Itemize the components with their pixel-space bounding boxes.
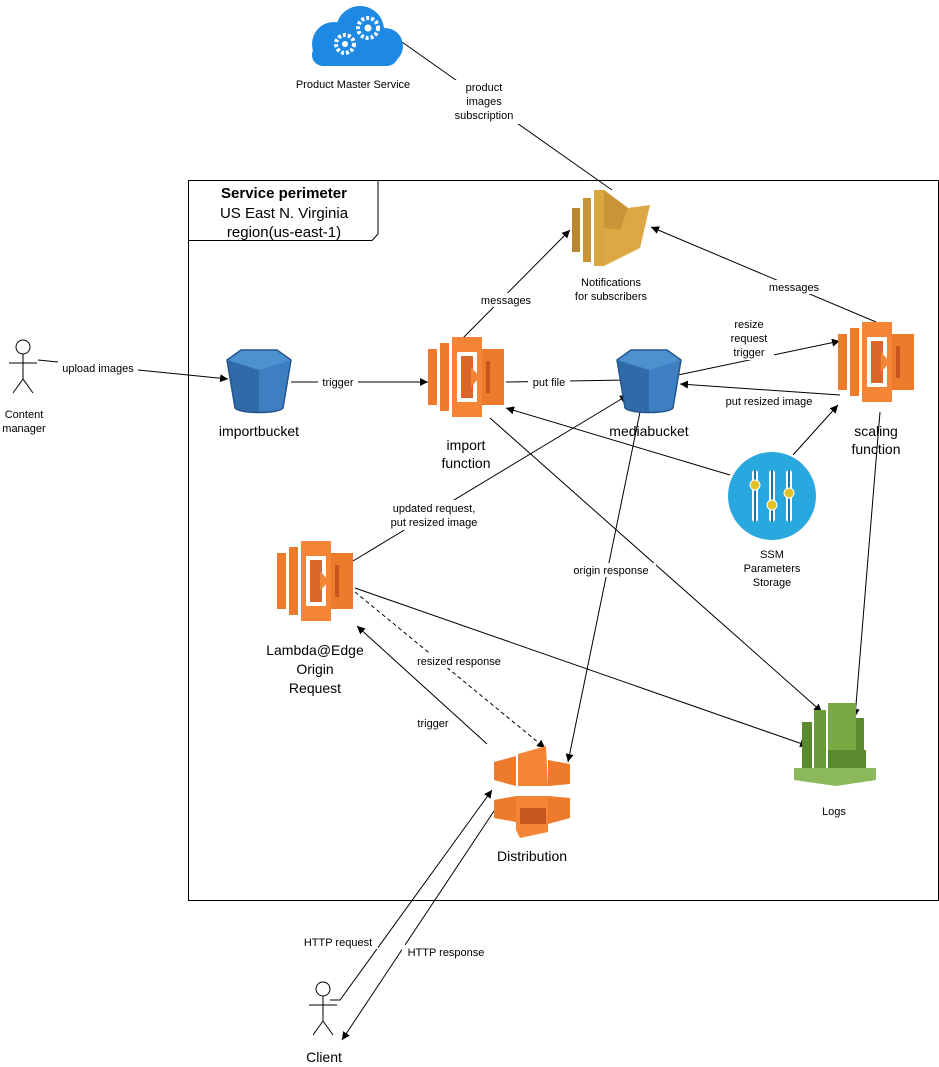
label-resize-line2: request xyxy=(731,333,768,345)
edge-trigger-edge xyxy=(356,625,488,745)
notifications-line1: Notifications xyxy=(581,277,641,289)
edge-ssm-to-scaling xyxy=(792,404,839,456)
lambda-icon xyxy=(277,541,353,621)
s3-bucket-icon xyxy=(226,349,292,414)
edge-scaling-to-logs xyxy=(851,411,881,718)
edge-ssm-to-import xyxy=(505,406,731,476)
service-perimeter: Service perimeter US East N. Virginia re… xyxy=(188,180,939,901)
label-http-response: HTTP response xyxy=(408,947,485,959)
node-lambda-edge: Lambda@Edge Origin Request xyxy=(266,541,364,696)
perimeter-region-line1: US East N. Virginia xyxy=(220,205,349,222)
ssm-line3: Storage xyxy=(753,577,792,589)
node-distribution: Distribution xyxy=(494,746,570,864)
label-subscription-line2: images xyxy=(466,96,502,108)
lambda-edge-line3: Request xyxy=(289,680,341,696)
cloudfront-icon xyxy=(494,746,570,838)
node-product-master-service: Product Master Service xyxy=(296,6,410,91)
node-content-manager: Content manager xyxy=(2,339,46,435)
edge-messages-scaling xyxy=(650,226,877,323)
edge-labels: product images subscription upload image… xyxy=(58,80,824,959)
perimeter-title: Service perimeter xyxy=(221,185,347,202)
notifications-line2: for subscribers xyxy=(575,291,648,303)
label-messages-import: messages xyxy=(481,295,532,307)
label-put-file: put file xyxy=(533,377,565,389)
lambda-icon xyxy=(428,337,504,417)
ssm-line1: SSM xyxy=(760,549,784,561)
cloudwatch-icon xyxy=(794,703,876,786)
label-subscription-line3: subscription xyxy=(455,110,514,122)
label-upload-images: upload images xyxy=(62,363,134,375)
edge-http-request xyxy=(330,789,493,1001)
edges xyxy=(37,34,881,1041)
client-label: Client xyxy=(306,1049,342,1065)
node-ssm-parameters-storage: SSM Parameters Storage xyxy=(728,452,816,589)
actor-icon xyxy=(8,339,38,394)
edge-http-response xyxy=(341,804,499,1041)
ssm-sliders-icon xyxy=(728,452,816,540)
lambda-edge-line2: Origin xyxy=(296,661,333,677)
label-trigger-edge: trigger xyxy=(417,718,449,730)
import-function-line2: function xyxy=(441,455,490,471)
node-client: Client xyxy=(306,981,342,1065)
lambda-icon xyxy=(838,322,914,402)
label-resize-line3: trigger xyxy=(733,347,765,359)
label-subscription-line1: product xyxy=(466,82,503,94)
logs-label: Logs xyxy=(822,806,846,818)
scaling-function-line1: scaling xyxy=(854,423,898,439)
scaling-function-line2: function xyxy=(851,441,900,457)
distribution-label: Distribution xyxy=(497,848,567,864)
importbucket-label: importbucket xyxy=(219,423,299,439)
node-notifications: Notifications for subscribers xyxy=(572,190,650,303)
s3-bucket-icon xyxy=(616,349,682,414)
label-resized-response: resized response xyxy=(417,656,501,668)
node-importbucket: importbucket xyxy=(219,349,299,439)
label-updated-request-line2: put resized image xyxy=(391,517,478,529)
ssm-line2: Parameters xyxy=(744,563,801,575)
edge-resized-response xyxy=(354,591,546,749)
perimeter-region-line2: region(us-east-1) xyxy=(227,224,341,241)
label-put-resized-image: put resized image xyxy=(726,396,813,408)
label-resize-line1: resize xyxy=(734,319,763,331)
node-import-function: import function xyxy=(428,337,504,471)
label-origin-response: origin response xyxy=(573,565,648,577)
product-master-label: Product Master Service xyxy=(296,79,410,91)
edge-updated-request xyxy=(352,394,629,562)
actor-icon xyxy=(308,981,338,1036)
edge-origin-response xyxy=(565,411,641,763)
edge-messages-import xyxy=(462,229,571,339)
node-scaling-function: scaling function xyxy=(838,322,914,457)
import-function-line1: import xyxy=(447,437,486,453)
node-mediabucket: mediabucket xyxy=(609,349,689,439)
node-logs: Logs xyxy=(794,703,876,818)
edge-edge-to-logs xyxy=(354,587,809,748)
cloud-gears-icon xyxy=(312,6,403,66)
label-trigger-import: trigger xyxy=(322,377,354,389)
edge-put-resized-image xyxy=(679,380,841,396)
lambda-edge-line1: Lambda@Edge xyxy=(266,642,364,658)
content-manager-line1: Content xyxy=(5,409,44,421)
content-manager-line2: manager xyxy=(2,423,46,435)
label-messages-scaling: messages xyxy=(769,282,820,294)
label-updated-request-line1: updated request, xyxy=(393,503,476,515)
sns-icon xyxy=(572,190,650,266)
label-http-request: HTTP request xyxy=(304,937,372,949)
mediabucket-label: mediabucket xyxy=(609,423,688,439)
